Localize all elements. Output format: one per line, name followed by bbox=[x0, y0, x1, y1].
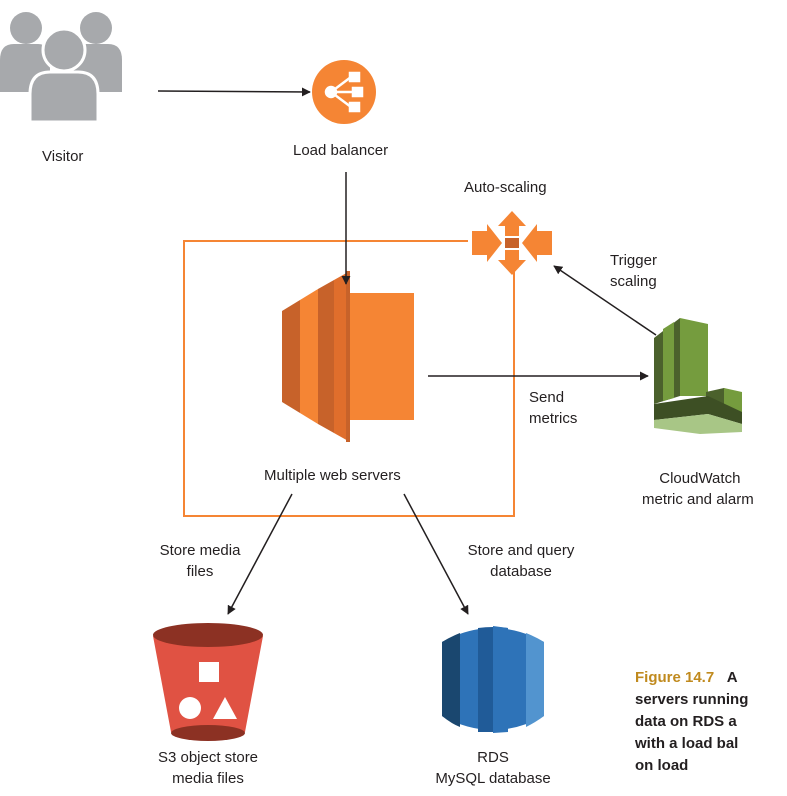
arrow-servers-to-rds bbox=[403, 493, 469, 615]
s3-bucket-icon bbox=[153, 623, 263, 741]
caption-line5: on load bbox=[635, 757, 689, 774]
elb-icon bbox=[312, 60, 376, 124]
send-metrics-label: Send metrics bbox=[529, 387, 577, 429]
users-icon bbox=[0, 12, 122, 124]
send-metrics-line1: Send bbox=[529, 389, 565, 406]
caption-line4: with a load bal bbox=[635, 735, 739, 752]
s3-label: S3 object store media files bbox=[146, 747, 270, 789]
cloudwatch-icon bbox=[654, 318, 742, 434]
visitor-label: Visitor bbox=[42, 148, 84, 165]
store-query-label: Store and query database bbox=[446, 540, 596, 582]
cloudwatch-label-line2: metric and alarm bbox=[642, 491, 754, 508]
auto-scaling-label: Auto-scaling bbox=[464, 179, 547, 196]
send-metrics-line2: metrics bbox=[529, 410, 578, 427]
arrow-visitor-to-elb bbox=[157, 87, 311, 97]
load-balancer-label: Load balancer bbox=[293, 142, 389, 159]
autoscaling-group-boundary bbox=[183, 240, 515, 517]
rds-label: RDS MySQL database bbox=[418, 747, 568, 789]
autoscaling-icon bbox=[472, 211, 552, 275]
s3-label-line2: media files bbox=[172, 770, 244, 787]
s3-label-line1: S3 object store bbox=[157, 749, 259, 766]
store-query-line2: database bbox=[490, 563, 552, 580]
rds-label-line1: RDS bbox=[477, 749, 509, 766]
store-media-label: Store media files bbox=[140, 540, 260, 582]
web-servers-label: Multiple web servers bbox=[264, 467, 401, 484]
trigger-scaling-line2: scaling bbox=[610, 273, 657, 290]
rds-label-line2: MySQL database bbox=[435, 770, 551, 787]
store-media-line1: Store media bbox=[159, 542, 241, 559]
trigger-scaling-label: Trigger scaling bbox=[610, 250, 657, 292]
ec2-icon bbox=[282, 271, 414, 442]
figure-number: Figure 14.7 bbox=[635, 669, 715, 686]
arrow-servers-to-s3 bbox=[227, 493, 293, 615]
store-query-line1: Store and query bbox=[467, 542, 575, 559]
arrow-cloudwatch-to-autoscaling bbox=[553, 265, 657, 336]
caption-line1: Figure 14.7 A bbox=[635, 667, 787, 689]
caption-line1-text: A bbox=[726, 669, 738, 686]
trigger-scaling-line1: Trigger bbox=[610, 252, 657, 269]
cloudwatch-label: CloudWatch metric and alarm bbox=[642, 468, 754, 510]
cloudwatch-label-line1: CloudWatch bbox=[659, 470, 741, 487]
rds-icon bbox=[442, 626, 544, 733]
store-media-line2: files bbox=[186, 563, 214, 580]
figure-caption: Figure 14.7 A servers running data on RD… bbox=[635, 667, 787, 777]
caption-line3: data on RDS a bbox=[635, 713, 737, 730]
caption-line2: servers running bbox=[635, 691, 749, 708]
